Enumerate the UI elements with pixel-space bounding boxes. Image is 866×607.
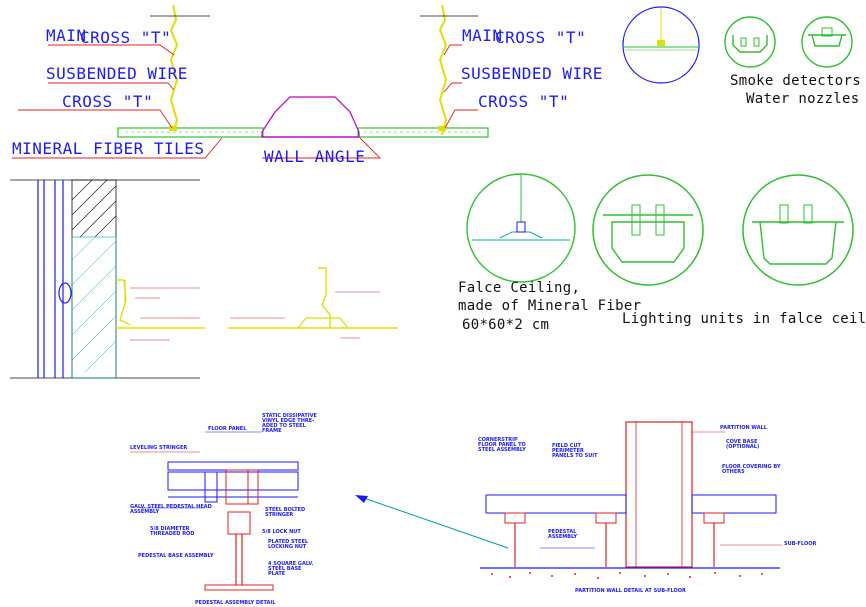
cornerstrip-note: CORNERSTRIP FLOOR PANEL TO STEEL ASSEMBL…	[478, 437, 526, 453]
steel-bolted-note: STEEL BOLTED STRINGER	[265, 507, 306, 518]
lighting-unit-detail-1	[592, 174, 704, 286]
galv-steel-note: GALV. STEEL PEDESTAL HEAD ASSEMBLY	[130, 504, 212, 515]
ceiling-section-detail	[12, 4, 489, 159]
falce-ceiling-label-line1: Falce Ceiling,	[458, 280, 581, 296]
main-label-right: MAIN	[462, 26, 503, 45]
cross-t-label-top-right: CROSS "T"	[495, 28, 587, 47]
water-nozzle-icon	[801, 16, 853, 68]
smoke-detectors-label: Smoke detectors	[730, 73, 861, 89]
field-cut-note: FIELD CUT PERIMETER PANELS TO SUIT	[552, 443, 598, 459]
pedestal-assembly-detail	[130, 431, 299, 591]
floor-panel-note: FLOOR PANEL	[208, 426, 247, 432]
main-label-left: MAIN	[46, 26, 87, 45]
mineral-fiber-tiles-label: MINERAL FIBER TILES	[12, 139, 205, 158]
suspended-wire-label-right: SUSBENDED WIRE	[461, 64, 603, 83]
cross-t-label-mid-left: CROSS "T"	[62, 92, 154, 111]
smoke-detector-icon	[724, 16, 776, 68]
cove-base-note: COVE BASE (OPTIONAL)	[726, 439, 760, 450]
lighting-units-label: Lighting units in falce ceiling	[622, 311, 866, 327]
threaded-rod-note: 5/8 DIAMETER THREADED ROD	[150, 526, 195, 537]
cross-t-label-mid-right: CROSS "T"	[478, 92, 570, 111]
sub-floor-note: SUB-FLOOR	[784, 541, 817, 547]
detail-callout-arrow	[355, 495, 509, 549]
static-vinyl-note: STATIC DISSIPATIVE VINYL EDGE THRE-ADED …	[262, 413, 317, 434]
falce-ceiling-detail	[466, 173, 576, 283]
falce-ceiling-label-line3: 60*60*2 cm	[462, 317, 550, 333]
lock-nut-note: 5/8 LOCK NUT	[262, 529, 301, 535]
smoke-detector-detail	[622, 6, 700, 84]
lighting-unit-detail-2	[742, 174, 854, 286]
suspended-wire-label-left: SUSBENDED WIRE	[46, 64, 188, 83]
wall-section-detail	[10, 179, 205, 379]
leveling-stringer-note: LEVELING STRINGER	[130, 445, 188, 451]
pedestal-detail-title: PEDESTAL ASSEMBLY DETAIL	[195, 600, 276, 606]
plated-steel-note: PLATED STEEL LOCKING NUT	[268, 539, 309, 550]
partition-wall-note: PARTITION WALL	[720, 425, 767, 431]
falce-ceiling-label-line2: made of Mineral Fiber	[458, 298, 642, 314]
base-plate-note: 4 SQUARE GALV. STEEL BASE PLATE	[268, 561, 314, 577]
water-nozzles-label: Water nozzles	[746, 91, 860, 107]
pedestal-base-note: PEDESTAL BASE ASSEMBLY	[138, 553, 214, 559]
grid-tee-detail	[228, 267, 398, 339]
cross-t-label-top-left: CROSS "T"	[80, 28, 172, 47]
wall-angle-label: WALL ANGLE	[264, 147, 366, 166]
pedestal-assembly-note: PEDESTAL ASSEMBLY	[548, 529, 578, 540]
partition-detail-title: PARTITION WALL DETAIL AT SUB-FLOOR	[575, 588, 686, 594]
floor-covering-note: FLOOR COVERING BY OTHERS	[722, 464, 781, 475]
partition-wall-detail	[480, 421, 782, 579]
